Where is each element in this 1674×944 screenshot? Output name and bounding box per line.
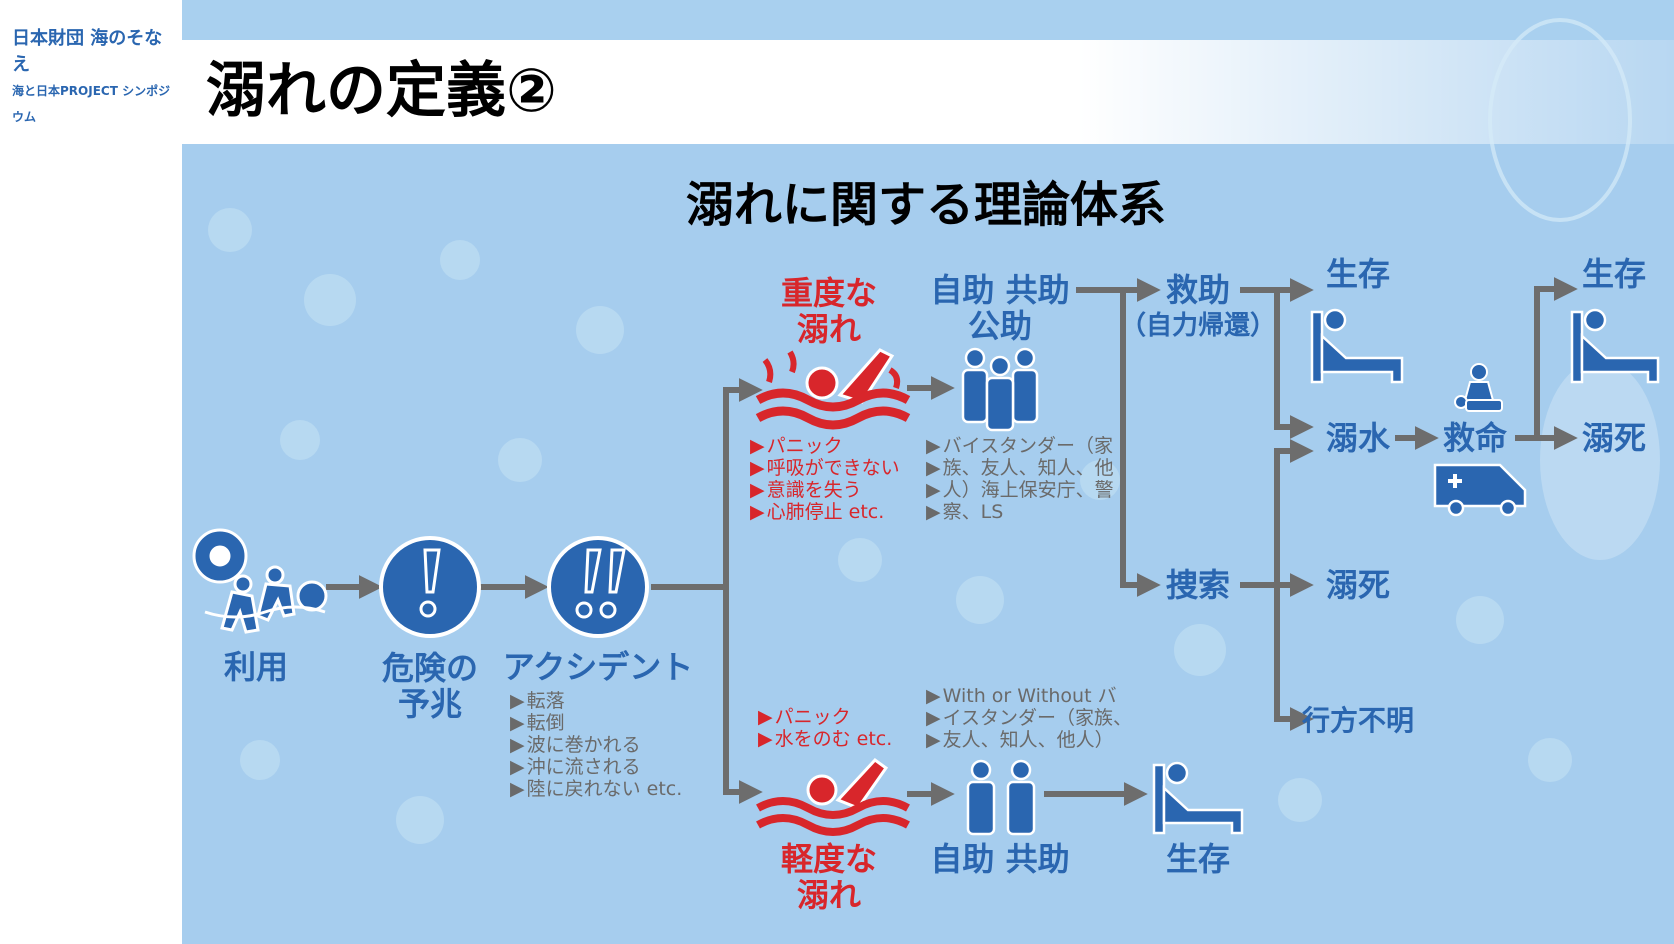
danger-label: 危険の 予兆 — [382, 650, 478, 722]
outcome-survive: 生存 — [1325, 255, 1391, 293]
mild-symptoms-list: パニック 水をのむ etc. — [758, 706, 893, 750]
severe-label: 重度な 溺れ — [781, 275, 877, 347]
logo: 日本財団 海のそなえ 海と日本PROJECT シンポジウム — [12, 26, 172, 130]
severe-symptom: パニック — [750, 435, 900, 457]
top-strip — [182, 0, 1674, 40]
exclamation-icon — [379, 536, 481, 638]
accident-label: アクシデント — [502, 648, 694, 686]
severe-help-label: 自助 共助 公助 — [930, 272, 1069, 344]
arrow-to-severe — [723, 378, 763, 587]
diagram-subtitle: 溺れに関する理論体系 — [685, 177, 1167, 233]
mild-help-note: With or Without バ イスタンダー（家族、 友人、知人、他人） — [926, 685, 1132, 751]
accident-item: 沖に流される — [510, 756, 682, 778]
note-line: 族、友人、知人、他 — [926, 457, 1114, 479]
three-people-icon — [961, 347, 1039, 432]
severe-symptom: 心肺停止 etc. — [750, 501, 900, 523]
mild-symptom: パニック — [758, 706, 892, 728]
mild-help-label: 自助 共助 — [930, 840, 1070, 878]
severe-label-line-1: 重度な — [780, 274, 878, 312]
outcome-missing: 行方不明 — [1301, 704, 1415, 737]
severe-help-line-1: 自助 共助 — [930, 271, 1070, 309]
bed-icon-final — [1570, 308, 1660, 384]
severe-help-note: バイスタンダー（家 族、友人、知人、他 人）海上保安庁、警 察、LS — [926, 435, 1114, 523]
arrow-to-mild — [723, 587, 763, 804]
accident-list: 転落 転倒 波に巻かれる 沖に流される 陸に戻れない etc. — [510, 690, 683, 800]
accident-item: 波に巻かれる — [510, 734, 682, 756]
title-band — [182, 40, 1674, 144]
arrow-to-search — [1120, 290, 1161, 597]
use-label: 利用 — [223, 648, 289, 686]
left-panel — [0, 0, 182, 944]
arrow-rescue-drowning — [1274, 290, 1314, 439]
note-line: 人）海上保安庁、警 — [926, 479, 1114, 501]
rescue-line-1: 救助 — [1165, 271, 1231, 309]
accident-item: 転倒 — [510, 712, 682, 734]
logo-line-1: 日本財団 海のそなえ — [12, 28, 163, 75]
severe-symptoms-list: パニック 呼吸ができない 意識を失う 心肺停止 etc. — [750, 435, 900, 523]
arrow-final-survive — [1534, 277, 1578, 438]
beach-use-icon — [192, 528, 328, 634]
severe-symptom: 意識を失う — [750, 479, 900, 501]
severe-label-line-2: 溺れ — [796, 310, 862, 348]
mild-drowning-icon — [756, 758, 910, 836]
outcome-drowning: 溺水 — [1325, 419, 1391, 457]
danger-label-line-1: 危険の — [381, 649, 479, 687]
outcome-death: 溺死 — [1325, 566, 1391, 604]
note-line: 察、LS — [926, 501, 1114, 523]
mild-label: 軽度な 溺れ — [781, 841, 877, 913]
double-exclamation-icon — [547, 536, 649, 638]
severe-help-line-2: 公助 — [967, 307, 1032, 345]
page-title: 溺れの定義② — [206, 56, 557, 126]
accident-item: 転落 — [510, 690, 682, 712]
final-survive: 生存 — [1581, 255, 1647, 293]
note-line: イスタンダー（家族、 — [926, 707, 1132, 729]
bed-icon-rescue — [1310, 308, 1404, 384]
cpr-icon — [1454, 363, 1503, 412]
lifesaving-label: 救命 — [1442, 419, 1508, 457]
mild-symptom: 水をのむ etc. — [758, 728, 893, 750]
note-line: 友人、知人、他人） — [926, 729, 1132, 751]
mild-label-line-2: 溺れ — [796, 876, 862, 914]
bed-icon-mild — [1152, 761, 1244, 835]
severe-drowning-icon — [755, 348, 911, 430]
ambulance-icon — [1433, 463, 1527, 517]
arrow-search-missing — [1274, 585, 1314, 731]
note-line: バイスタンダー（家 — [926, 435, 1114, 457]
mild-label-line-1: 軽度な — [780, 840, 878, 878]
severe-symptom: 呼吸ができない — [750, 457, 900, 479]
two-people-icon — [966, 759, 1036, 836]
search-label: 捜索 — [1165, 566, 1231, 604]
logo-line-2: 海と日本PROJECT シンポジウム — [12, 84, 171, 124]
rescue-label: 救助 （自力帰還） — [1120, 272, 1276, 344]
mild-outcome-survive: 生存 — [1165, 840, 1231, 878]
rescue-line-2: （自力帰還） — [1119, 311, 1277, 341]
note-line: With or Without バ — [926, 685, 1132, 707]
danger-label-line-2: 予兆 — [397, 685, 463, 723]
final-death: 溺死 — [1581, 419, 1647, 457]
accident-item: 陸に戻れない etc. — [510, 778, 683, 800]
arrow-search-drowning — [1274, 439, 1314, 585]
